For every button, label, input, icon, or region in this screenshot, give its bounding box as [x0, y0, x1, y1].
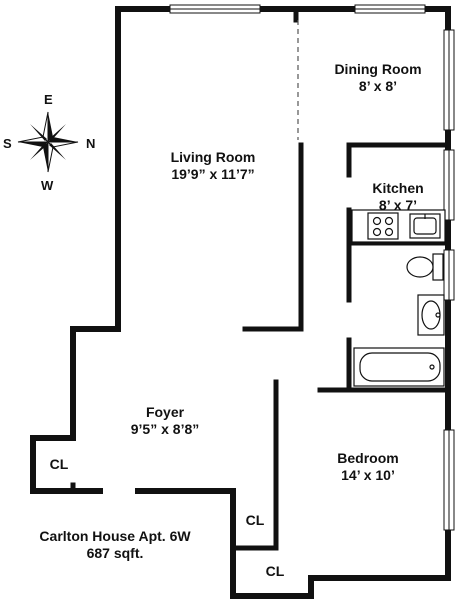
exterior-walls — [30, 6, 451, 599]
living-room-name: Living Room — [170, 149, 256, 165]
dining-room-name: Dining Room — [334, 61, 422, 77]
compass-west-label: W — [41, 178, 54, 193]
foyer-label: Foyer 9’5” x 8’8” — [110, 404, 220, 438]
living-room-label: Living Room 19’9” x 11’7” — [148, 149, 278, 183]
bathroom-fixtures — [353, 253, 445, 387]
listing-area: 687 sqft. — [86, 545, 144, 561]
closet-bottom-label: CL — [265, 563, 285, 579]
closet-left-label: CL — [49, 456, 69, 472]
toilet-tank-icon — [432, 253, 444, 281]
bedroom-label: Bedroom 14’ x 10’ — [318, 450, 418, 484]
living-room-size: 19’9” x 11’7” — [171, 166, 255, 182]
bedroom-size: 14’ x 10’ — [341, 467, 395, 483]
stove-icon — [367, 212, 399, 240]
toilet-bowl-icon — [406, 256, 434, 278]
listing-info: Carlton House Apt. 6W 687 sqft. — [10, 528, 220, 562]
windows — [443, 29, 455, 531]
compass-rose-icon — [17, 111, 79, 173]
foyer-size: 9’5” x 8’8” — [130, 421, 200, 437]
kitchen-appliances — [351, 209, 446, 243]
compass-east-label: E — [44, 92, 53, 107]
interior-walls — [70, 9, 451, 551]
compass-south-label: S — [3, 136, 12, 151]
top-windows — [169, 4, 426, 14]
bedroom-name: Bedroom — [337, 450, 399, 466]
closet-mid-label: CL — [245, 512, 265, 528]
dining-room-label: Dining Room 8’ x 8’ — [318, 61, 438, 95]
foyer-name: Foyer — [145, 404, 185, 420]
kitchen-size: 8’ x 7’ — [378, 197, 418, 213]
compass-north-label: N — [86, 136, 96, 151]
kitchen-name: Kitchen — [372, 180, 424, 196]
kitchen-label: Kitchen 8’ x 7’ — [358, 180, 438, 214]
listing-building: Carlton House Apt. 6W — [39, 528, 191, 544]
dining-room-size: 8’ x 8’ — [358, 78, 398, 94]
